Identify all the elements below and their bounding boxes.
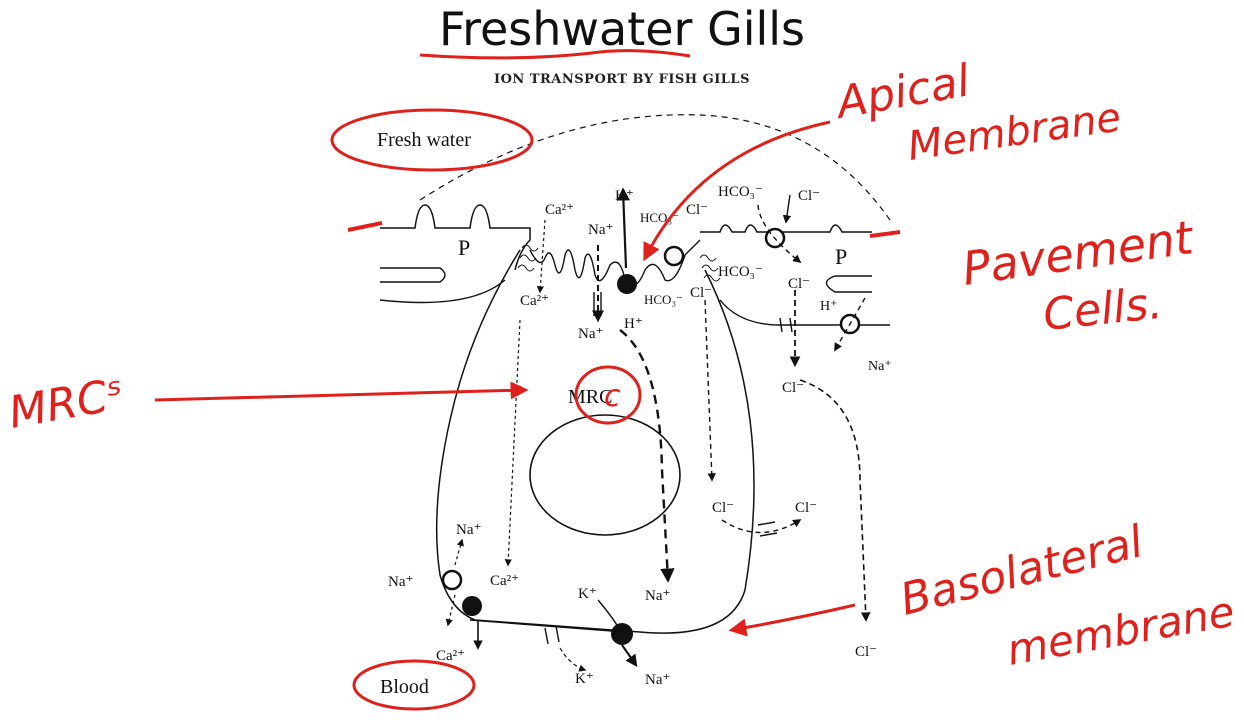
mrcs-arrow xyxy=(154,381,529,402)
figure-subtitle: ION TRANSPORT BY FISH GILLS xyxy=(494,72,750,87)
nucleus xyxy=(529,414,681,536)
label-hco3-in: HCO₃⁻ xyxy=(644,292,683,307)
basolateral-line xyxy=(469,619,626,633)
mrc-c-circle xyxy=(574,365,642,425)
label-hco3-pc-top: HCO₃⁻ xyxy=(718,184,763,200)
label-na-pump-top: Na⁺ xyxy=(645,588,670,604)
label-na-base-top: Na⁺ xyxy=(456,522,481,538)
label-h-top: H⁺ xyxy=(615,188,634,204)
label-cl-apical: Cl⁻ xyxy=(686,202,708,218)
label-p-left: P xyxy=(458,235,470,260)
annotation-membrane2: membrane xyxy=(1003,587,1238,675)
basolateral-arrow xyxy=(728,603,856,637)
pavement-cell-right xyxy=(700,224,872,233)
fresh-water-circle xyxy=(330,108,534,172)
baso-ca-pump xyxy=(462,596,482,616)
annotation-cells: Cells. xyxy=(1041,278,1165,341)
label-na-base-left: Na⁺ xyxy=(388,574,413,590)
label-ca-top: Ca²⁺ xyxy=(545,202,574,218)
baso-exchanger xyxy=(441,569,463,591)
apical-exchanger xyxy=(663,245,685,267)
label-blood: Blood xyxy=(380,676,429,698)
label-na-pc: Na⁺ xyxy=(868,359,892,374)
mrc-cell-outline xyxy=(435,249,755,634)
annotation-mrc-c: c xyxy=(604,379,621,414)
label-ca-mid: Ca²⁺ xyxy=(520,293,549,309)
label-cl-in-apical: Cl⁻ xyxy=(690,285,712,301)
annotation-mrcs: MRCˢ xyxy=(5,369,128,439)
label-p-right: P xyxy=(835,244,847,269)
label-k-top: K⁺ xyxy=(578,586,597,602)
label-cl-pc-mid: Cl⁻ xyxy=(788,276,810,292)
page-title: Freshwater Gills xyxy=(438,2,806,56)
label-cl-blood: Cl⁻ xyxy=(855,644,877,660)
pavement-mark-left xyxy=(347,221,383,232)
label-na-in: Na⁺ xyxy=(578,326,603,342)
label-mrc: MRC xyxy=(568,386,612,408)
label-ca-base: Ca²⁺ xyxy=(490,573,519,589)
label-cl-pc-top: Cl⁻ xyxy=(798,188,820,204)
label-cl-lat-right: Cl⁻ xyxy=(795,500,817,516)
annotation-pavement: Pavement xyxy=(959,210,1198,296)
pavement-cell-left xyxy=(380,204,531,271)
label-ca-bottom: Ca²⁺ xyxy=(436,648,465,664)
label-na-pump-bottom: Na⁺ xyxy=(645,672,670,688)
label-fresh-water: Fresh water xyxy=(377,129,471,151)
water-boundary-dashed xyxy=(419,114,891,221)
apical-na-channel xyxy=(617,274,637,294)
label-h-pc: H⁺ xyxy=(820,299,838,314)
mrc-apical-membrane xyxy=(529,239,701,287)
label-hco3-pc-mid: HCO₃⁻ xyxy=(718,264,763,280)
label-k-bottom: K⁺ xyxy=(575,671,594,687)
label-na-apical: Na⁺ xyxy=(588,222,613,238)
label-h-in: H⁺ xyxy=(624,316,643,332)
apical-arrow xyxy=(643,120,831,262)
title-underline xyxy=(419,49,691,60)
pavement-mark-right xyxy=(869,230,901,238)
label-cl-pc-low: Cl⁻ xyxy=(782,380,804,396)
blood-circle xyxy=(352,659,476,711)
label-cl-lat-left: Cl⁻ xyxy=(712,500,734,516)
